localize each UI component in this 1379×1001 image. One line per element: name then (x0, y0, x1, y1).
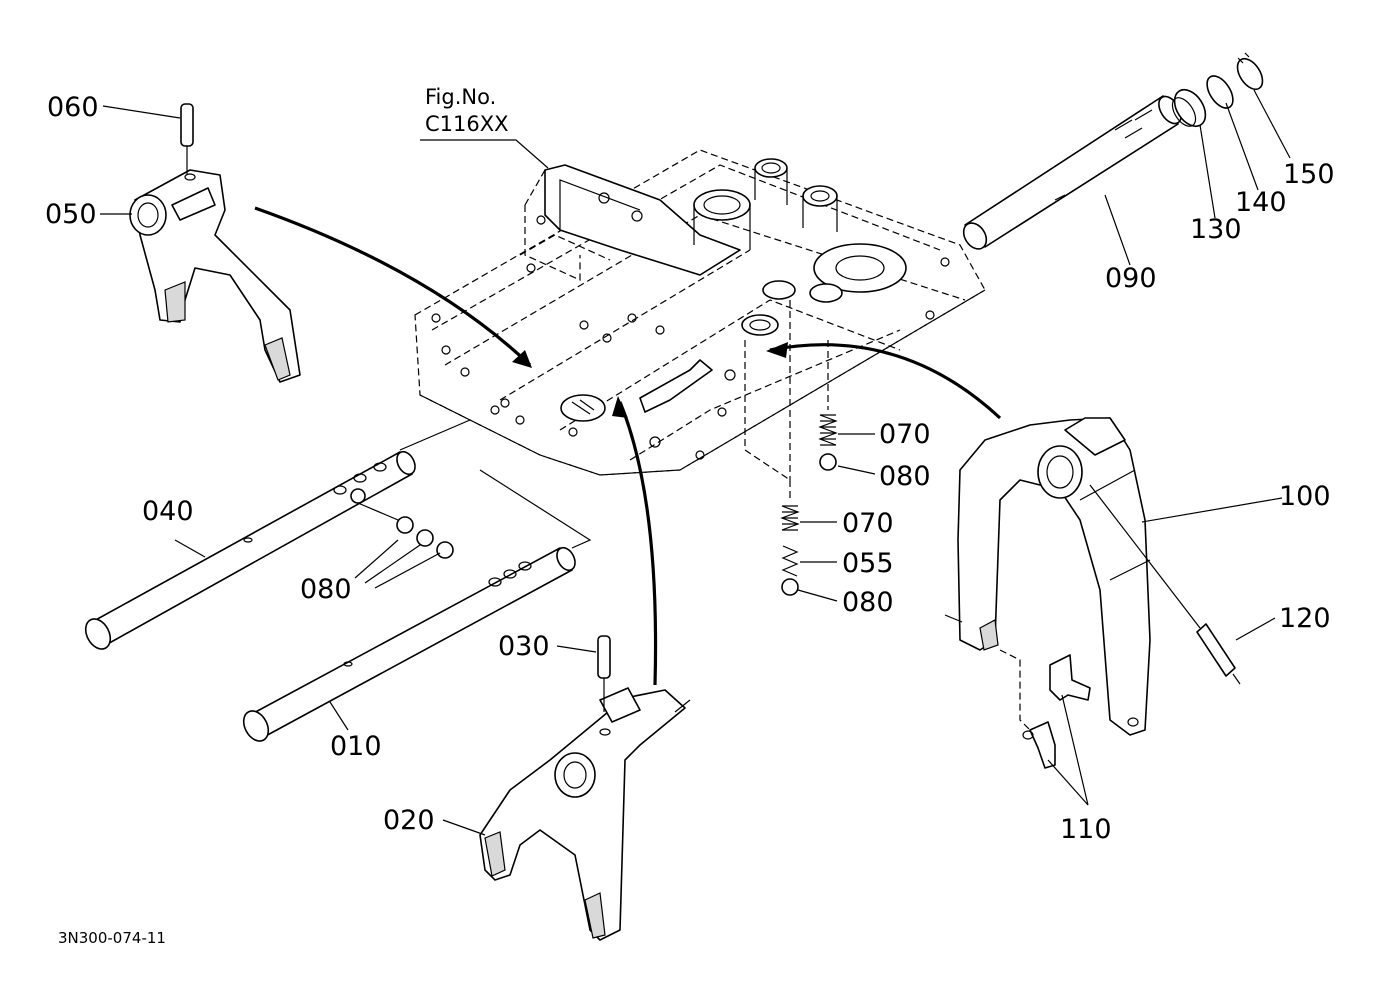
callout-060: 060 (47, 92, 99, 123)
callout-090: 090 (1105, 263, 1157, 294)
assembly-arrows (254, 206, 1002, 686)
callout-030: 030 (498, 631, 550, 662)
pin-120 (1089, 484, 1241, 685)
pin-060 (180, 103, 194, 175)
snap-ring-150 (1236, 52, 1264, 91)
callout-150: 150 (1283, 159, 1335, 190)
figure-ref-line2: C116XX (425, 112, 509, 136)
drawing-code: 3N300-074-11 (58, 929, 166, 947)
callout-120: 120 (1279, 603, 1331, 634)
spring-070-upper (818, 414, 838, 446)
shaft-090 (962, 95, 1182, 250)
callout-100: 100 (1279, 481, 1331, 512)
detent-balls-080 (350, 488, 454, 559)
stoppers-110 (1022, 654, 1091, 769)
shift-fork-050 (129, 169, 301, 383)
callout-110: 110 (1060, 814, 1112, 845)
ball-080-upper (819, 453, 837, 471)
callout-130: 130 (1190, 214, 1242, 245)
pin-030 (597, 635, 611, 712)
spring-055 (781, 545, 799, 577)
callout-080-balls: 080 (300, 574, 352, 605)
figure-ref-line1: Fig.No. (425, 85, 496, 109)
shift-housing (414, 149, 986, 481)
callout-055: 055 (842, 548, 894, 579)
shift-rod-040 (84, 419, 471, 650)
callout-080-upper: 080 (879, 461, 931, 492)
shift-rod-010 (242, 469, 592, 742)
callout-070-upper: 070 (879, 419, 931, 450)
callout-050: 050 (45, 199, 97, 230)
spring-070-lower (780, 505, 800, 531)
callout-010: 010 (330, 731, 382, 762)
o-ring-140 (1206, 75, 1234, 109)
ball-080-lower (781, 578, 799, 596)
callout-040: 040 (142, 496, 194, 527)
shift-fork-100 (944, 417, 1151, 736)
shift-fork-020 (479, 687, 691, 941)
callout-070-lower: 070 (842, 508, 894, 539)
callout-140: 140 (1235, 187, 1287, 218)
callout-080-lower: 080 (842, 587, 894, 618)
callout-020: 020 (383, 805, 435, 836)
leader-lines (100, 89, 1291, 836)
piston-130 (1171, 88, 1207, 128)
